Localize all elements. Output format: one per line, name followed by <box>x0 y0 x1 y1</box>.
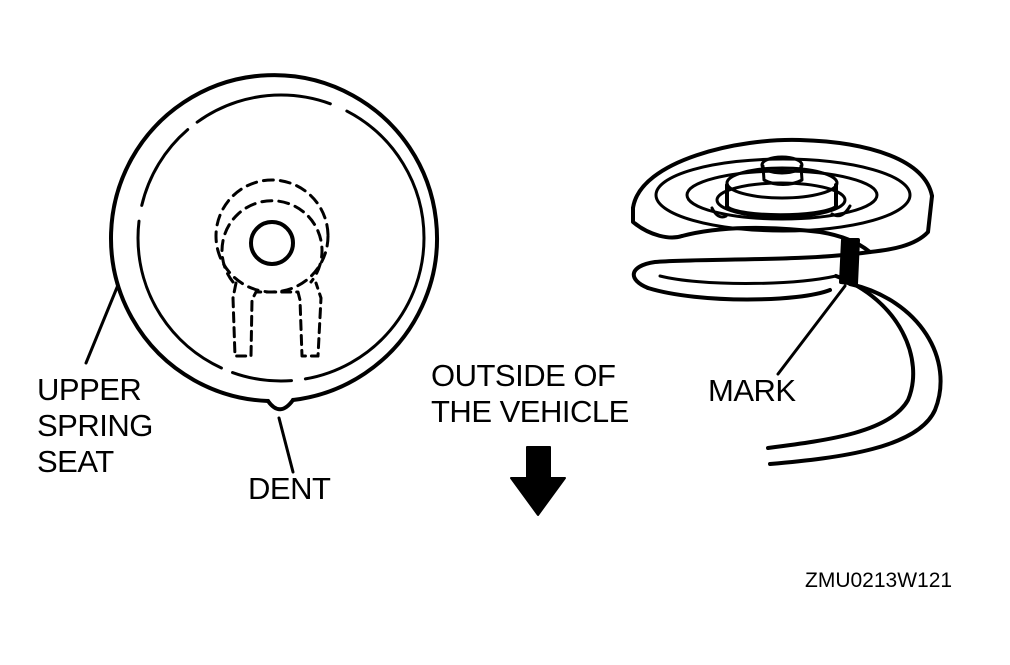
leader-mark <box>776 284 847 376</box>
seat-outer-rim <box>109 73 439 403</box>
spring-coil-sweep-inner <box>766 274 916 450</box>
seat-right-side <box>868 194 934 254</box>
figure-code: ZMU0213W121 <box>805 569 953 592</box>
seat-top-nut-top <box>760 155 804 175</box>
seat-hidden-slot <box>231 281 323 358</box>
seat-top-rim <box>631 137 934 210</box>
leader-dent <box>277 416 295 474</box>
label-upper-spring-seat: UPPER SPRING SEAT <box>37 372 153 480</box>
seat-dent <box>266 398 295 412</box>
label-outside-of-vehicle: OUTSIDE OF THE VEHICLE <box>431 358 629 430</box>
seat-slot-right <box>830 204 852 218</box>
spring-coil-sweep-outer <box>768 282 943 466</box>
label-upper-spring-seat-line-3: SEAT <box>37 444 114 479</box>
seat-hidden-boss-outer <box>214 178 330 294</box>
seat-center-hole <box>249 220 295 266</box>
label-outside-of-vehicle-line-1: OUTSIDE OF <box>431 358 616 393</box>
seat-top-nut <box>761 164 804 186</box>
upper-spring-seat-drawing <box>84 73 439 474</box>
leader-upper-spring-seat <box>84 283 120 365</box>
label-upper-spring-seat-line-1: UPPER <box>37 372 142 407</box>
seat-slot-left <box>710 206 728 219</box>
arrow-down-icon <box>510 446 566 516</box>
seat-center-boss <box>725 183 838 218</box>
spring-coil-bottom <box>646 286 832 302</box>
label-upper-spring-seat-line-2: SPRING <box>37 408 153 443</box>
spring-paint-mark <box>839 238 860 286</box>
spring-coil-inner <box>658 274 838 285</box>
label-mark: MARK <box>708 373 796 408</box>
label-outside-of-vehicle-line-2: THE VEHICLE <box>431 394 629 429</box>
seat-ring-outer <box>654 157 912 233</box>
seat-inner-dashed-circle <box>136 93 426 383</box>
seat-hidden-boss-inner <box>220 199 324 284</box>
seat-left-side <box>631 206 684 240</box>
seat-ring-middle <box>685 169 879 221</box>
label-dent: DENT <box>248 471 331 506</box>
seat-center-boss-top <box>725 166 839 200</box>
spring-seat-perspective-drawing <box>631 137 943 466</box>
spring-coil-top <box>631 250 872 290</box>
